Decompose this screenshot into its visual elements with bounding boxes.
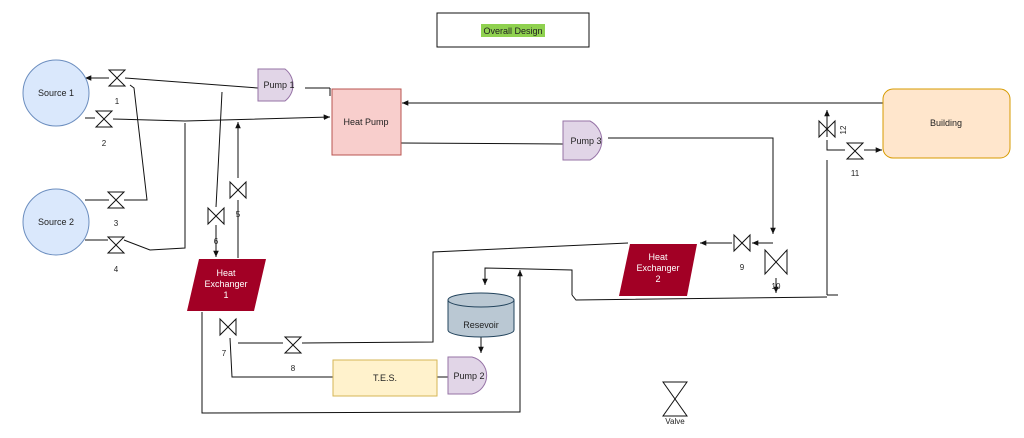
valve-8-number: 8 xyxy=(291,364,296,373)
valve-5: 5 xyxy=(229,181,247,219)
valve-8: 8 xyxy=(284,336,302,373)
heat-pump-label: Heat Pump xyxy=(343,117,388,127)
pump-1-label: Pump 1 xyxy=(263,80,294,90)
pump-2: Pump 2 xyxy=(447,356,488,395)
valve-10: 10 xyxy=(764,248,788,291)
reservoir-label: Resevoir xyxy=(463,320,499,330)
heat-exchanger-2: Heat Exchanger 2 xyxy=(619,244,697,296)
hx1-label-line1: Heat xyxy=(216,268,236,278)
valve-6: 6 xyxy=(207,207,225,246)
diagram-title: Overall Design xyxy=(483,26,542,36)
valve-2: 2 xyxy=(95,110,113,148)
valve-1-number: 1 xyxy=(115,97,120,106)
valve-11-number: 11 xyxy=(851,169,860,178)
source-1: Source 1 xyxy=(22,59,90,127)
legend-valve-label: Valve xyxy=(665,417,685,426)
valve-3: 3 xyxy=(107,191,125,228)
valve-9: 9 xyxy=(733,234,751,272)
valve-11: 11 xyxy=(846,142,864,178)
heat-pump: Heat Pump xyxy=(331,88,402,156)
hx1-label-line3: 1 xyxy=(223,290,228,300)
pump-1: Pump 1 xyxy=(257,68,295,102)
valve-3-number: 3 xyxy=(114,219,119,228)
source-2: Source 2 xyxy=(22,188,90,256)
valve-2-number: 2 xyxy=(102,139,107,148)
pump-3: Pump 3 xyxy=(562,120,603,161)
valve-10-number: 10 xyxy=(772,282,781,291)
valve-9-number: 9 xyxy=(740,263,745,272)
reservoir: Resevoir xyxy=(447,292,515,338)
pump-3-label: Pump 3 xyxy=(570,136,601,146)
valve-6-number: 6 xyxy=(214,237,219,246)
legend-valve: Valve xyxy=(662,381,688,426)
building: Building xyxy=(882,88,1011,159)
pipes xyxy=(85,75,883,414)
valve-12-number: 12 xyxy=(839,125,848,134)
tes-tank: T.E.S. xyxy=(332,359,438,397)
hx2-label-line2: Exchanger xyxy=(636,263,679,273)
hx1-label-line2: Exchanger xyxy=(204,279,247,289)
hx2-label-line3: 2 xyxy=(655,274,660,284)
valve-4: 4 xyxy=(107,236,125,274)
valve-4-number: 4 xyxy=(114,265,119,274)
building-label: Building xyxy=(930,118,962,128)
source-1-label: Source 1 xyxy=(38,88,74,98)
valve-7-number: 7 xyxy=(222,349,227,358)
valve-12: 12 xyxy=(818,120,848,138)
valve-1: 1 xyxy=(108,69,126,106)
tes-label: T.E.S. xyxy=(373,373,397,383)
hx2-label-line1: Heat xyxy=(648,252,668,262)
valve-7: 7 xyxy=(219,318,237,358)
heat-exchanger-1: Heat Exchanger 1 xyxy=(187,259,266,311)
source-2-label: Source 2 xyxy=(38,217,74,227)
pump-2-label: Pump 2 xyxy=(453,371,484,381)
valve-5-number: 5 xyxy=(236,210,241,219)
title-box: Overall Design xyxy=(436,12,590,48)
